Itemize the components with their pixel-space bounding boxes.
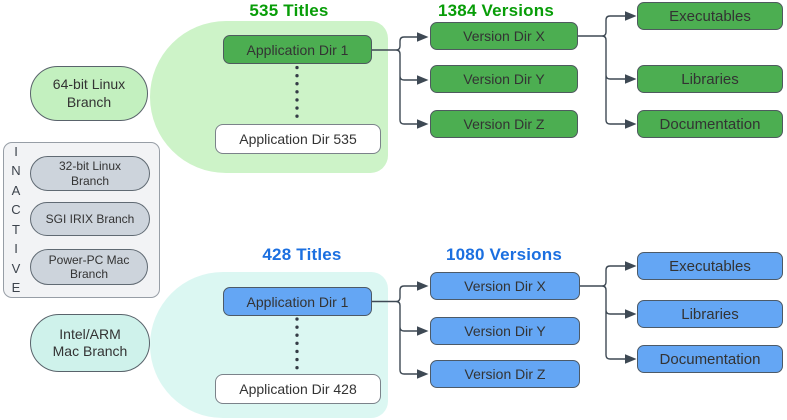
node-application-dir-first-top: Application Dir 1 <box>223 35 372 64</box>
node-version-dir-y-bottom: Version Dir Y <box>430 317 580 345</box>
inactive-letter: I <box>14 144 18 159</box>
titles-count-heading-top: 535 Titles <box>249 1 329 20</box>
inactive-branch-oval-sgi-irix: SGI IRIX Branch <box>30 202 150 236</box>
inactive-branch-oval-powerpc-mac: Power-PC Mac Branch <box>30 249 148 285</box>
inactive-letter: A <box>11 182 21 198</box>
branch-oval-intel-arm-mac: Intel/ARM Mac Branch <box>30 314 150 372</box>
node-application-dir-last-top: Application Dir 535 <box>215 124 381 154</box>
versions-count-heading-top: 1384 Versions <box>437 1 554 20</box>
node-version-dir-z-top: Version Dir Z <box>430 110 578 138</box>
node-version-dir-x-top: Version Dir X <box>430 22 578 50</box>
versions-count-heading-bottom: 1080 Versions <box>445 245 562 264</box>
node-version-dir-z-bottom: Version Dir Z <box>430 360 580 388</box>
node-libraries-bottom: Libraries <box>637 300 783 328</box>
branch-oval-64bit-linux: 64-bit Linux Branch <box>30 66 148 121</box>
inactive-letter: T <box>12 221 20 237</box>
inactive-letter: V <box>11 260 21 276</box>
inactive-branch-oval-32bit-linux: 32-bit Linux Branch <box>30 156 150 191</box>
node-application-dir-first-bottom: Application Dir 1 <box>223 287 372 316</box>
node-libraries-top: Libraries <box>637 65 783 93</box>
node-version-dir-x-bottom: Version Dir X <box>430 272 580 300</box>
node-version-dir-y-top: Version Dir Y <box>430 65 578 93</box>
node-application-dir-last-bottom: Application Dir 428 <box>215 374 381 404</box>
inactive-letter: C <box>11 202 21 218</box>
node-documentation-bottom: Documentation <box>637 345 783 373</box>
titles-count-heading-bottom: 428 Titles <box>262 245 342 264</box>
inactive-vertical-label: I N A C T I V E <box>7 144 25 295</box>
inactive-letter: E <box>11 279 21 295</box>
inactive-letter: N <box>11 163 21 179</box>
node-documentation-top: Documentation <box>637 110 783 138</box>
node-executables-top: Executables <box>637 2 783 30</box>
node-executables-bottom: Executables <box>637 252 783 280</box>
inactive-letter: I <box>14 241 18 257</box>
